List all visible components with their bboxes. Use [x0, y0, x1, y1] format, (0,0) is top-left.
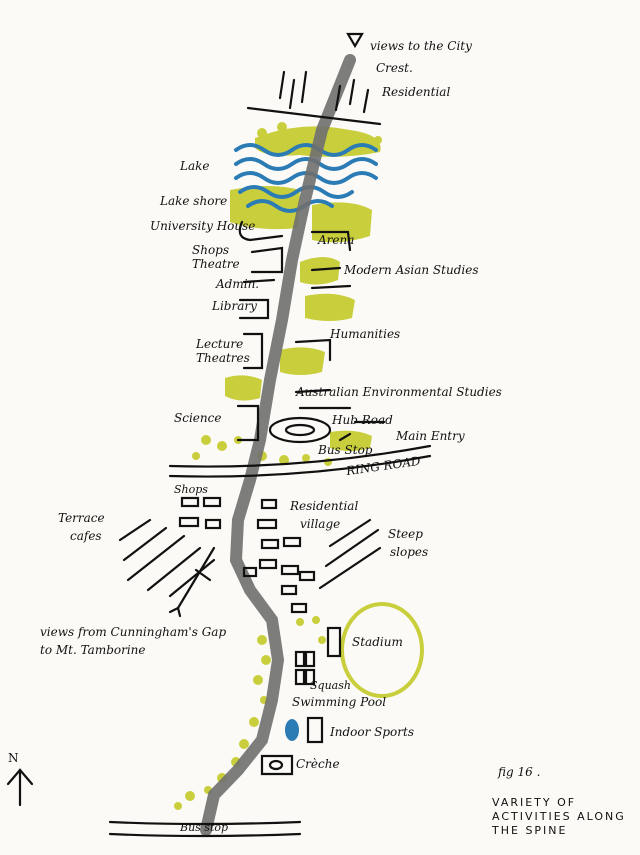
label-views-gap-1: views from Cunningham's Gap	[40, 625, 227, 639]
label-steep-2: slopes	[390, 545, 429, 559]
label-creche: Crèche	[296, 757, 340, 771]
caption-line-3: THE SPINE	[492, 823, 568, 837]
label-arena: Arena	[318, 233, 355, 247]
label-australian-env: Australian Environmental Studies	[296, 385, 502, 399]
label-views-gap-2: to Mt. Tamborine	[40, 643, 146, 657]
label-university-house: University House	[150, 219, 256, 233]
label-bus-stop-top: Bus Stop	[318, 443, 373, 457]
label-squash: Squash	[310, 679, 351, 692]
caption-line-2: ACTIVITIES ALONG	[492, 809, 626, 823]
label-terrace-1: Terrace	[58, 511, 105, 525]
label-theatre: Theatre	[192, 257, 240, 271]
figure-caption: VARIETY OF ACTIVITIES ALONG THE SPINE	[492, 796, 626, 837]
label-lake: Lake	[180, 159, 210, 173]
label-main-entry: Main Entry	[396, 429, 465, 443]
north-label: N	[8, 751, 19, 765]
label-lecture-1: Lecture	[196, 337, 244, 351]
label-humanities: Humanities	[330, 327, 401, 341]
label-fig: fig 16 .	[498, 765, 541, 779]
label-hub-road: Hub Road	[332, 413, 393, 427]
label-residential-village-1: Residential	[290, 499, 359, 513]
label-modern-asian: Modern Asian Studies	[344, 263, 479, 277]
caption-line-1: VARIETY OF	[492, 796, 577, 809]
label-shops-mid: Shops	[174, 483, 208, 496]
label-steep-1: Steep	[388, 527, 423, 541]
label-shops-top: Shops	[192, 243, 230, 257]
label-bus-stop-bottom: Bus stop	[180, 821, 229, 834]
label-library: Library	[212, 299, 257, 313]
label-terrace-2: cafes	[70, 529, 102, 543]
label-residential-village-2: village	[300, 517, 341, 531]
spine-path	[200, 54, 356, 836]
label-residential: Residential	[382, 85, 451, 99]
label-admin: Admin.	[216, 277, 260, 291]
label-crest: Crest.	[376, 61, 413, 75]
label-swimming-pool: Swimming Pool	[292, 695, 387, 709]
label-lecture-2: Theatres	[196, 351, 250, 365]
label-indoor-sports: Indoor Sports	[330, 725, 414, 739]
label-science: Science	[174, 411, 222, 425]
label-stadium: Stadium	[352, 635, 403, 649]
label-views-city: views to the City	[370, 39, 472, 53]
ink-lines	[6, 32, 432, 838]
label-lake-shore: Lake shore	[160, 194, 228, 208]
swimming-pool-shape	[285, 719, 299, 741]
